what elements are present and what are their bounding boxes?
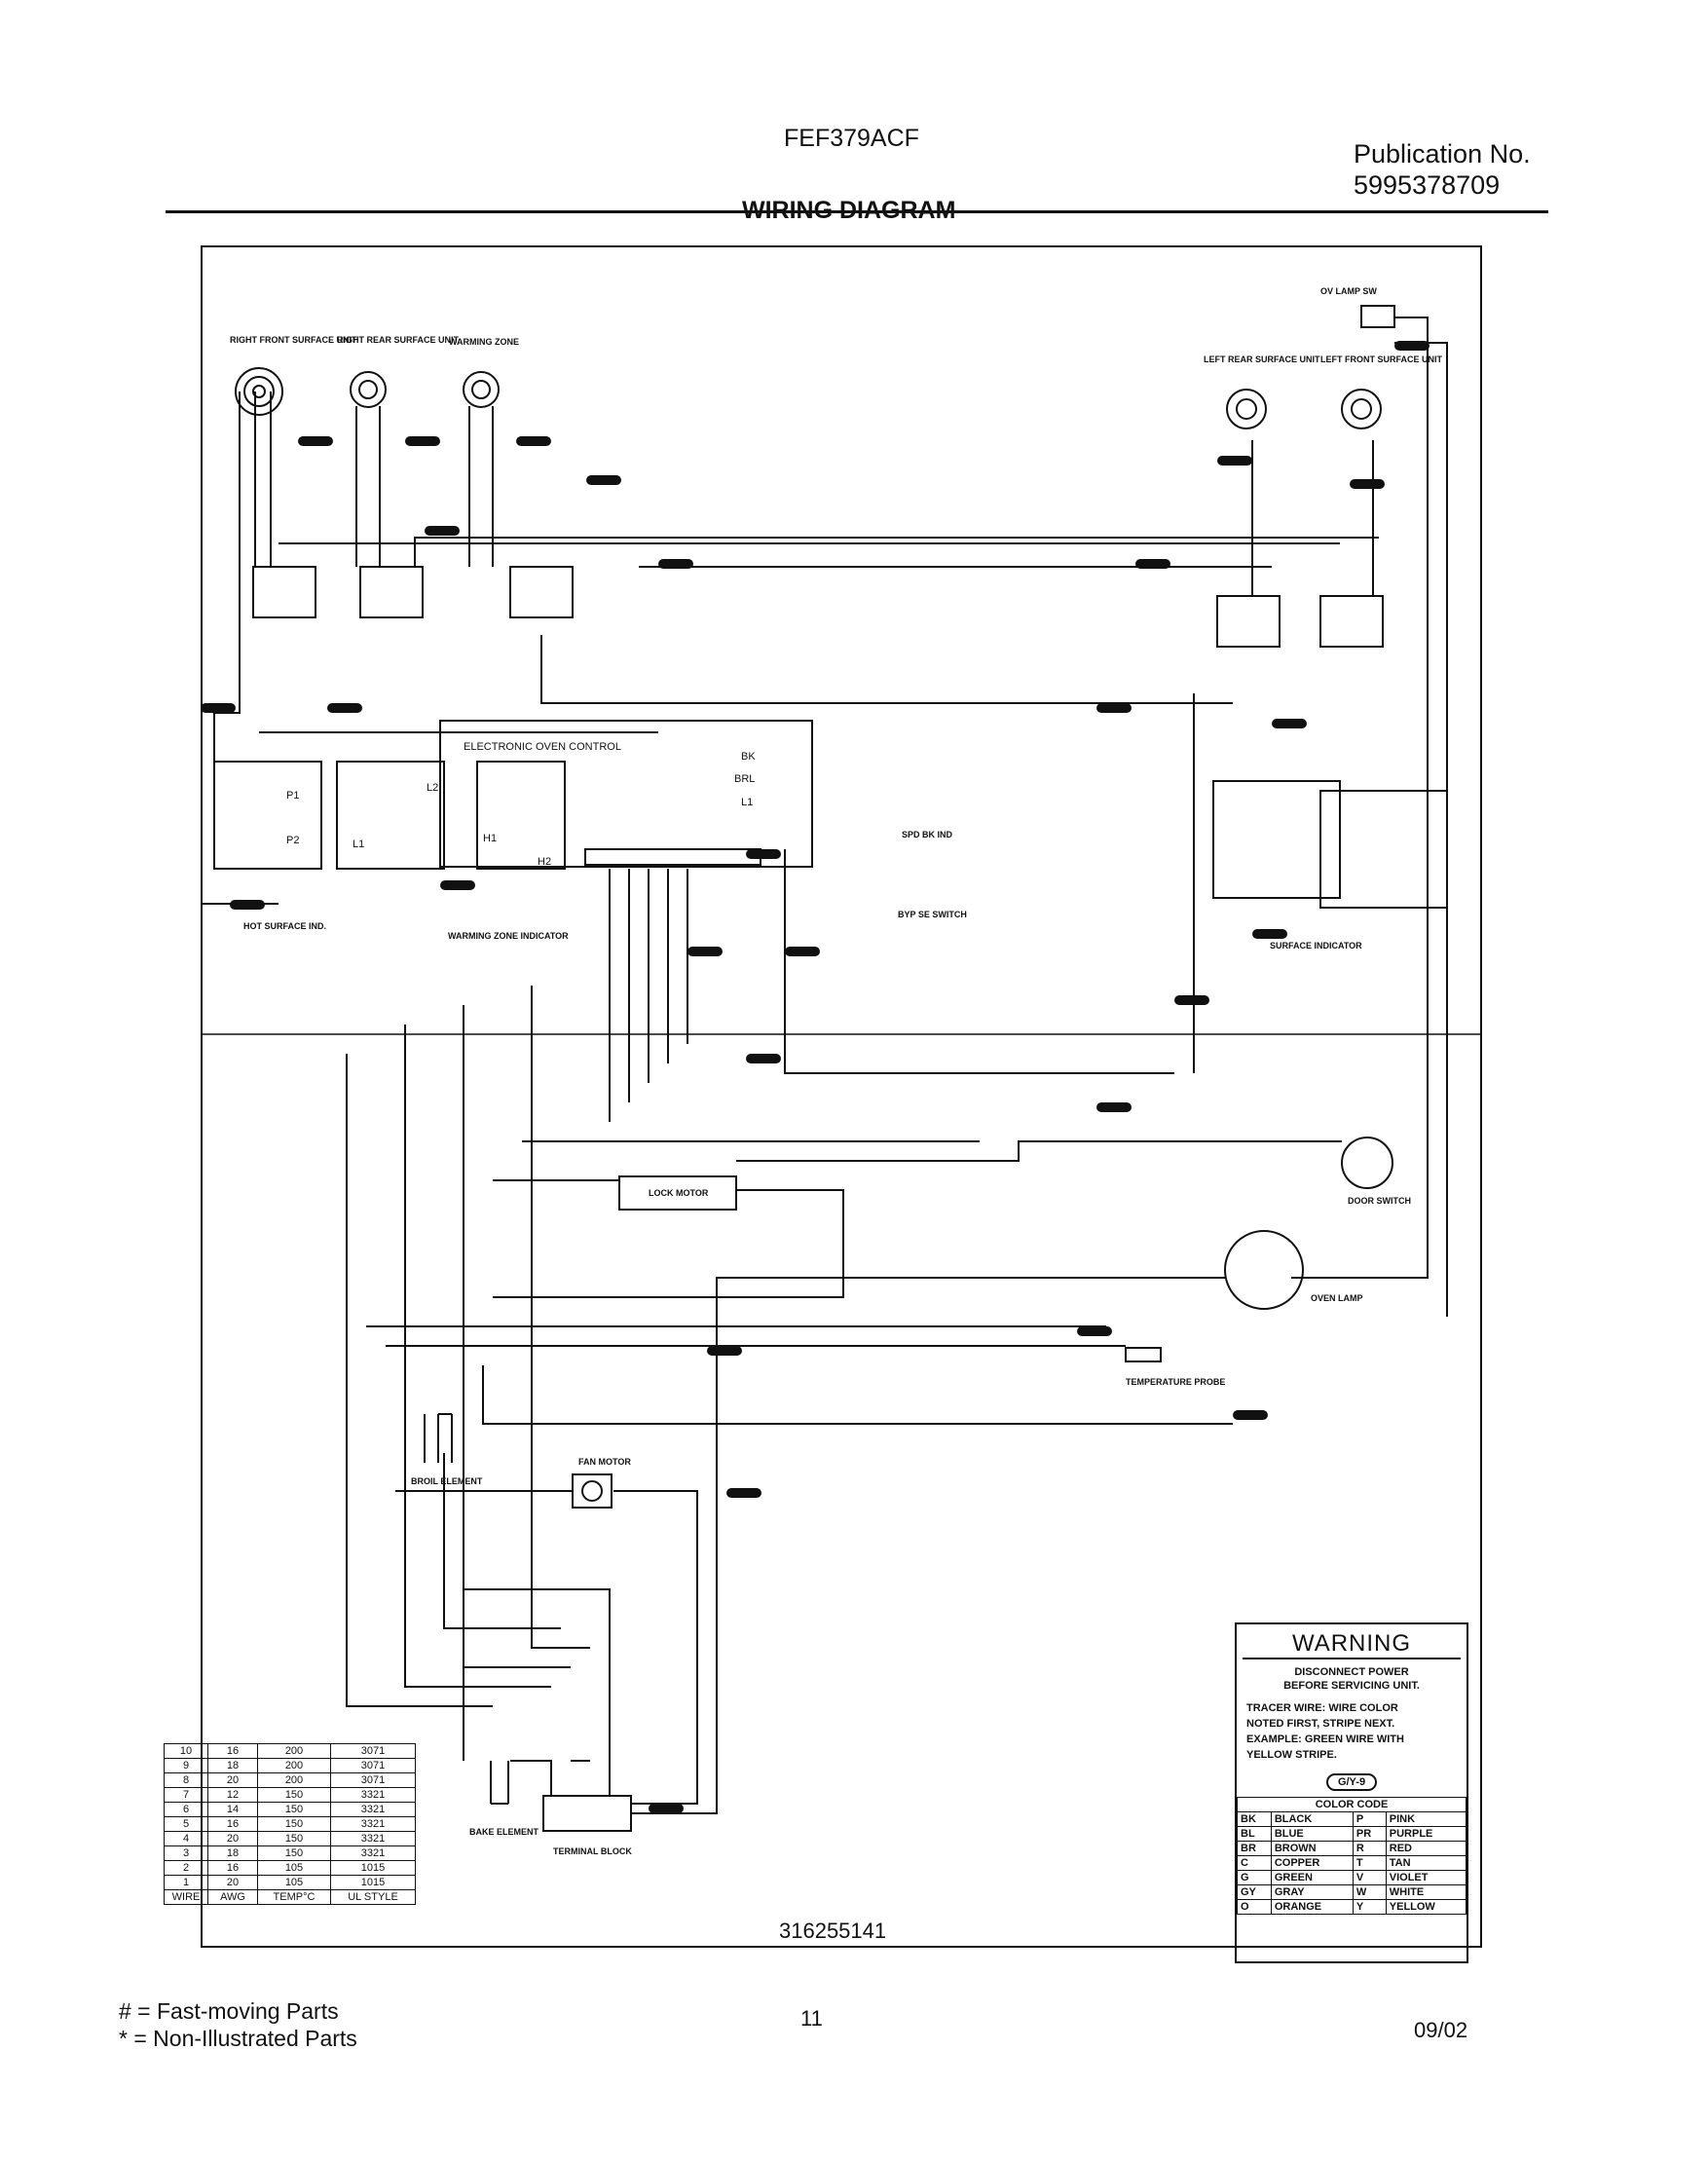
bypass-switch-label: BYP SE SWITCH — [898, 910, 967, 919]
fan-motor-label: FAN MOTOR — [578, 1457, 631, 1467]
lf-limit-switch — [1319, 595, 1384, 648]
rf-limit-switch — [252, 566, 316, 618]
warming-zone-indicator-label: WARMING ZONE INDICATOR — [448, 931, 569, 941]
wire-harness — [201, 317, 1482, 1814]
tracer-example: G/Y-9 — [1237, 1772, 1467, 1791]
lf-surface-unit-label: LEFT FRONT SURFACE UNIT — [1320, 354, 1442, 364]
lr-surface-unit-label: LEFT REAR SURFACE UNIT — [1204, 354, 1320, 364]
eoc-bk-label: BK — [741, 751, 756, 763]
rr-l2-label: L2 — [427, 782, 438, 794]
oven-lamp — [1224, 1230, 1304, 1310]
wz-coil-icon — [463, 371, 500, 408]
wz-limit-switch — [509, 566, 574, 618]
color-code-title-row: COLOR CODE — [1237, 1797, 1467, 1812]
wz-h1-label: H1 — [483, 833, 497, 844]
model-number: FEF379ACF — [784, 125, 919, 152]
publication-number: 5995378709 — [1354, 170, 1501, 200]
broil-element-icon — [424, 1413, 453, 1463]
wire-tags — [201, 341, 1430, 1813]
eoc-l1-label: L1 — [741, 797, 753, 808]
eoc-label: ELECTRONIC OVEN CONTROL — [464, 741, 621, 753]
rf-surface-unit-label: RIGHT FRONT SURFACE UNIT — [230, 335, 357, 345]
oven-lamp-label: OVEN LAMP — [1311, 1293, 1363, 1303]
rf-infinite-switch — [213, 761, 322, 870]
legend-non-illustrated: * = Non-Illustrated Parts — [119, 2026, 357, 2051]
fan-motor — [572, 1473, 613, 1509]
revision-date: 09/02 — [1414, 2018, 1468, 2042]
page-number: 11 — [800, 2006, 823, 2031]
lr-infinite-switch — [1212, 780, 1341, 899]
publication-label: Publication No. — [1354, 139, 1531, 168]
temperature-probe — [1125, 1347, 1162, 1362]
wz-h2-label: H2 — [538, 856, 551, 868]
wz-infinite-switch — [476, 761, 566, 870]
diagram-frame — [201, 245, 1482, 1948]
bake-element-icon — [490, 1761, 509, 1805]
lr-limit-switch — [1216, 595, 1281, 648]
rr-coil-icon — [350, 371, 387, 408]
rr-surface-unit-label: RIGHT REAR SURFACE UNIT — [337, 335, 460, 345]
tracer-note: TRACER WIRE: WIRE COLOR NOTED FIRST, STR… — [1246, 1702, 1404, 1761]
rf-p1-label: P1 — [286, 790, 299, 801]
door-switch — [1341, 1137, 1393, 1189]
rf-p2-label: P2 — [286, 835, 299, 846]
lock-motor-label: LOCK MOTOR — [649, 1188, 709, 1198]
rr-limit-switch — [359, 566, 424, 618]
door-switch-label: DOOR SWITCH — [1348, 1196, 1411, 1206]
surface-indicator-label: SURFACE INDICATOR — [1270, 941, 1362, 951]
lock-motor — [618, 1175, 737, 1211]
bake-element-label: BAKE ELEMENT — [469, 1827, 539, 1837]
ov-lamp-switch-label: OV LAMP SW — [1320, 286, 1377, 296]
terminal-block-label: TERMINAL BLOCK — [553, 1846, 632, 1856]
rr-l1-label: L1 — [353, 839, 364, 850]
header-rule — [166, 210, 1548, 213]
diagram-part-number: 316255141 — [779, 1919, 887, 1943]
wiring-schematic: RIGHT FRONT SURFACE UNIT RIGHT REAR SURF… — [201, 286, 1482, 1856]
warning-title: WARNING — [1291, 1630, 1412, 1657]
terminal-block — [542, 1795, 632, 1832]
legend-fast-moving: # = Fast-moving Parts — [119, 1998, 339, 2024]
warming-zone-label: WARMING ZONE — [449, 337, 519, 347]
warning-box: WARNING DISCONNECT POWER BEFORE SERVICIN… — [1235, 1622, 1468, 1963]
publication-block: Publication No. 5995378709 — [1354, 138, 1531, 201]
rf-coil-icon — [235, 367, 283, 416]
eoc-brl-label: BRL — [734, 773, 755, 785]
hot-surface-ind-label: HOT SURFACE IND. — [243, 921, 326, 931]
warning-subtitle: DISCONNECT POWER BEFORE SERVICING UNIT. — [1283, 1666, 1420, 1692]
electronic-oven-control — [439, 720, 813, 868]
spd-bk-ind-label: SPD BK IND — [902, 830, 953, 839]
broil-element-label: BROIL ELEMENT — [411, 1476, 483, 1486]
ov-lamp-switch — [1360, 305, 1395, 328]
eoc-connector — [584, 848, 761, 866]
rr-infinite-switch — [336, 761, 445, 870]
lr-coil-icon — [1226, 389, 1267, 429]
temperature-probe-label: TEMPERATURE PROBE — [1126, 1377, 1225, 1387]
lf-coil-icon — [1341, 389, 1382, 429]
